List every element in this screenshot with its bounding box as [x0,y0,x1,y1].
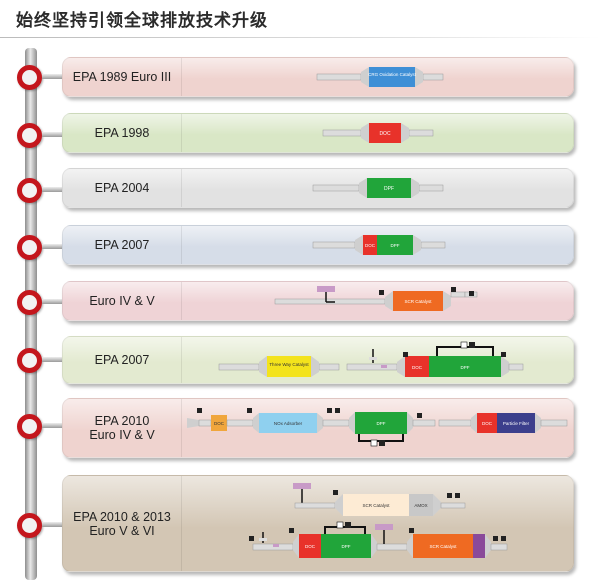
dpf-block [377,235,413,255]
row-divider [181,169,182,207]
component-label: DOC [379,131,391,137]
row-label: EPA 2010 & 2013 Euro V & VI [73,509,171,538]
component-label: SCR Catalyst [404,299,432,304]
doc-block [299,534,321,558]
aftertreatment-diagram: SCR Catalyst [274,286,478,311]
dpf-block [367,178,411,198]
timeline-connector-7 [42,522,62,527]
row-panel-epa-1998: EPA 1998 DOC [62,113,574,153]
row-divider [181,476,182,571]
aftertreatment-diagram: SCR Catalyst AMOX DOC DPF SCR Catalyst [249,483,508,558]
row-panel-epa-2007: EPA 2007 DOC DPF [62,225,574,265]
component-label: DOC [482,421,493,426]
component-label: DOC [305,544,316,549]
component-label: NOx Adsorber [274,421,303,426]
component-label: DPF [377,421,386,426]
component-label: SCR Catalyst [429,544,457,549]
timeline-node-5 [17,348,42,373]
row-panel-epa-1989: EPA 1989 Euro III CRG Oxidation Catalyst [62,57,574,97]
aftertreatment-diagram: DOC NOx Adsorber DPF DOC Particle Filter [187,408,568,447]
component-label: AMOX [414,503,427,508]
timeline-connector-5 [42,357,62,362]
component-label: DPF [342,544,351,549]
component-label: SCR Catalyst [362,503,390,508]
timeline-connector-2 [42,187,62,192]
row-divider [181,226,182,264]
row-panel-epa-2007-gas: EPA 2007 Three Way Catalyst DOC DPF [62,336,574,384]
amox-block [409,494,433,516]
timeline-connector-3 [42,244,62,249]
timeline-node-3 [17,235,42,260]
row-label: EPA 1998 [94,126,150,140]
row-divider [181,399,182,457]
doc-block [363,235,377,255]
component-label: DOC [365,243,376,248]
timeline-node-4 [17,290,42,315]
component-label: DPF [391,243,400,248]
timeline-node-0 [17,65,42,90]
timeline-connector-1 [42,132,62,137]
row-divider [181,58,182,96]
scr-block [343,494,409,516]
aftertreatment-diagram: CRG Oxidation Catalyst [316,67,444,87]
row-panel-euro-iv-v: Euro IV & V SCR Catalyst [62,281,574,321]
particle-filter [497,413,535,433]
aftertreatment-diagram: Three Way Catalyst DOC DPF [218,341,524,377]
page-title: 始终坚持引领全球排放技术升级 [16,11,268,30]
component-label: Particle Filter [503,421,530,426]
amox-block [473,534,485,558]
row-panel-epa-2010-2013: EPA 2010 & 2013 Euro V & VI SCR Catalyst… [62,475,574,572]
aftertreatment-diagram: DPF [312,178,444,198]
component-label: DPF [461,365,470,370]
timeline-connector-0 [42,74,62,79]
timeline-connector-6 [42,423,62,428]
row-divider [181,337,182,383]
doc-block [369,123,401,143]
dpf-block [355,412,407,434]
component-label: DOC [214,421,225,426]
scr-block [393,291,443,311]
component-label: Three Way Catalyst [269,362,309,367]
scr-block [413,534,473,558]
row-divider [181,282,182,320]
component-label: DOC [412,365,423,370]
title-divider [0,37,600,38]
oxidation-catalyst [369,67,415,87]
timeline-node-1 [17,123,42,148]
doc-block [477,413,497,433]
urea-dosing-unit [317,286,335,292]
aftertreatment-diagram: DOC [322,123,434,143]
timeline-connector-4 [42,299,62,304]
doc-block [211,415,227,431]
row-label: EPA 2007 [94,353,150,367]
urea-dosing-unit [293,483,311,489]
row-divider [181,114,182,152]
row-label: EPA 2004 [94,181,150,195]
dpf-block [429,356,501,377]
component-label: CRG Oxidation Catalyst [368,72,417,77]
timeline-node-6 [17,414,42,439]
dpf-block [321,534,371,558]
three-way-catalyst [267,356,311,377]
row-panel-epa-2010: EPA 2010 Euro IV & V DOC NOx Adsorber DP… [62,398,574,458]
doc-block [405,356,429,377]
row-panel-epa-2004: EPA 2004 DPF [62,168,574,208]
timeline-node-7 [17,513,42,538]
component-label: DPF [384,186,394,192]
timeline-node-2 [17,178,42,203]
row-label: EPA 2010 Euro IV & V [89,414,155,442]
nox-adsorber [259,413,317,433]
aftertreatment-diagram: DOC DPF [312,235,446,255]
row-label: Euro IV & V [89,294,155,308]
row-label: EPA 1989 Euro III [72,70,172,84]
row-label: EPA 2007 [94,238,150,252]
